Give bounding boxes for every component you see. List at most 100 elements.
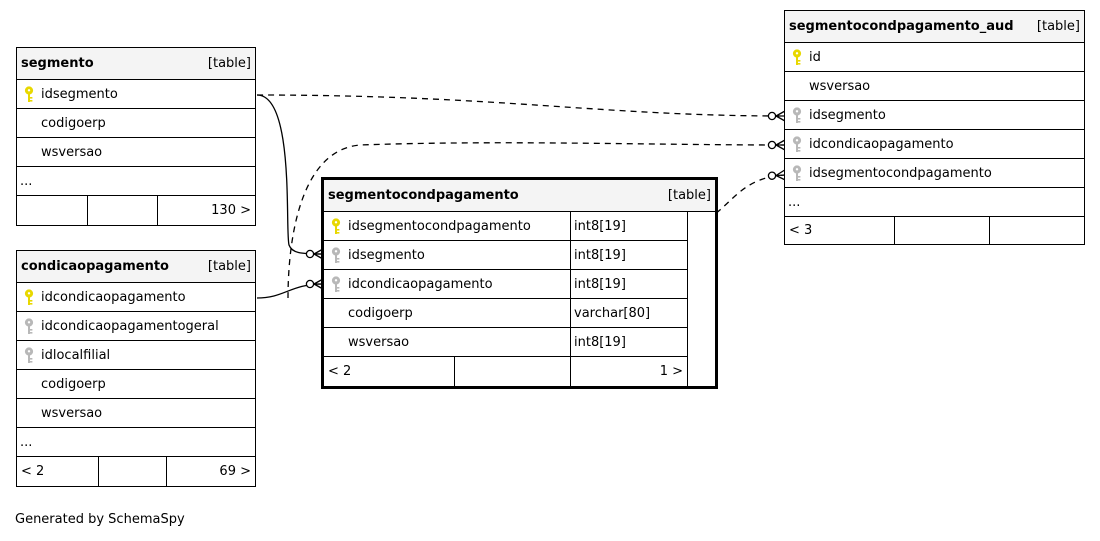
footer-right[interactable] — [989, 217, 1084, 244]
table-footer: < 3 — [785, 217, 1084, 244]
footer-left[interactable]: < 2 — [21, 464, 45, 479]
footer-left[interactable]: < 2 — [328, 364, 352, 379]
table-name: segmentocondpagamento — [328, 188, 519, 203]
edge-condicaopagamento-to-segmentocondpagamento — [256, 278, 324, 299]
table-header[interactable]: segmento [table] — [17, 48, 255, 80]
foreign-key-icon — [24, 318, 34, 335]
foreign-key-icon — [792, 165, 802, 182]
column-name: idsegmento — [809, 107, 886, 123]
table-header[interactable]: segmentocondpagamento_aud [table] — [785, 11, 1084, 43]
table-condicaopagamento[interactable]: condicaopagamento [table] idcondicaopaga… — [16, 250, 256, 487]
footer-left[interactable] — [17, 196, 87, 225]
column-row[interactable]: wsversao — [785, 72, 1084, 101]
column-name: idcondicaopagamento — [348, 276, 493, 292]
table-segmentocondpagamento-aud[interactable]: segmentocondpagamento_aud [table] id wsve… — [784, 10, 1085, 245]
more-columns: ... — [785, 188, 1084, 217]
generated-by-label: Generated by SchemaSpy — [15, 512, 185, 527]
column-name-cell: codigoerp — [324, 299, 570, 327]
table-kind: [table] — [1036, 19, 1080, 34]
column-row[interactable]: idcondicaopagamento — [17, 283, 255, 312]
footer-mid — [894, 217, 989, 244]
column-name-cell: wsversao — [17, 138, 255, 166]
column-name: idsegmento — [41, 86, 118, 102]
column-row[interactable]: codigoerp — [17, 370, 255, 399]
column-row[interactable]: wsversao — [17, 138, 255, 167]
column-type: int8[19] — [570, 328, 687, 356]
table-name: condicaopagamento — [21, 259, 169, 274]
table-header[interactable]: condicaopagamento [table] — [17, 251, 255, 283]
column-name-cell: idsegmento — [324, 241, 570, 269]
column-name-cell: idsegmentocondpagamento — [324, 212, 570, 240]
column-name-cell: wsversao — [785, 72, 1084, 100]
column-name: idcondicaopagamento — [809, 136, 954, 152]
column-name: idcondicaopagamentogeral — [41, 318, 219, 334]
edge-segmento-to-segmentocondpagamento — [256, 94, 324, 260]
footer-right[interactable]: 69 > — [166, 457, 255, 486]
column-name-cell: idcondicaopagamento — [785, 130, 1084, 158]
footer-mid — [87, 196, 157, 225]
column-type: int8[19] — [570, 241, 687, 269]
column-name-cell: id — [785, 43, 1084, 71]
table-segmento[interactable]: segmento [table] idsegmento codigoerp wsve… — [16, 47, 256, 226]
column-name: idsegmentocondpagamento — [809, 165, 992, 181]
column-name-cell: idcondicaopagamento — [17, 283, 255, 311]
column-row[interactable]: wsversao int8[19] — [324, 328, 687, 357]
primary-key-icon — [24, 86, 34, 103]
column-row[interactable]: idsegmento — [785, 101, 1084, 130]
foreign-key-icon — [792, 107, 802, 124]
column-name: idsegmentocondpagamento — [348, 218, 531, 234]
column-name: wsversao — [348, 334, 410, 350]
table-kind: [table] — [207, 259, 251, 274]
primary-key-icon — [792, 49, 802, 66]
table-kind: [table] — [667, 188, 711, 203]
column-name: codigoerp — [348, 305, 413, 321]
table-side-strip — [687, 212, 715, 386]
foreign-key-icon — [331, 247, 341, 264]
column-name: codigoerp — [41, 115, 106, 131]
more-columns: ... — [17, 167, 255, 196]
edge-segmento-to-aud — [256, 94, 786, 122]
footer-right[interactable]: 1 > — [570, 357, 687, 386]
column-name-cell: codigoerp — [17, 370, 255, 398]
column-name-cell: idsegmento — [785, 101, 1084, 129]
column-row[interactable]: idcondicaopagamentogeral — [17, 312, 255, 341]
column-row[interactable]: idsegmento int8[19] — [324, 241, 687, 270]
column-type: varchar[80] — [570, 299, 687, 327]
footer-mid — [98, 457, 166, 486]
column-name-cell: codigoerp — [17, 109, 255, 137]
column-row[interactable]: codigoerp varchar[80] — [324, 299, 687, 328]
primary-key-icon — [331, 218, 341, 235]
column-name: idsegmento — [348, 247, 425, 263]
column-row[interactable]: id — [785, 43, 1084, 72]
more-columns: ... — [17, 428, 255, 457]
column-name: wsversao — [41, 144, 103, 160]
primary-key-icon — [24, 289, 34, 306]
table-kind: [table] — [207, 56, 251, 71]
column-name-cell: idsegmentocondpagamento — [785, 159, 1084, 187]
column-name-cell: idcondicaopagamento — [324, 270, 570, 298]
table-footer: < 2 69 > — [17, 457, 255, 486]
table-segmentocondpagamento[interactable]: segmentocondpagamento [table] idsegmento… — [321, 177, 718, 389]
column-row[interactable]: idcondicaopagamento — [785, 130, 1084, 159]
column-name-cell: idcondicaopagamentogeral — [17, 312, 255, 340]
column-row[interactable]: idsegmento — [17, 80, 255, 109]
column-name-cell: wsversao — [324, 328, 570, 356]
table-header[interactable]: segmentocondpagamento [table] — [324, 180, 715, 212]
column-row[interactable]: idsegmentocondpagamento — [785, 159, 1084, 188]
footer-left[interactable]: < 3 — [789, 223, 813, 238]
column-name-cell: wsversao — [17, 399, 255, 427]
column-row[interactable]: wsversao — [17, 399, 255, 428]
column-name: wsversao — [41, 405, 103, 421]
column-name: wsversao — [809, 78, 871, 94]
column-name-cell: idsegmento — [17, 80, 255, 108]
column-name: id — [809, 49, 821, 65]
column-row[interactable]: idlocalfilial — [17, 341, 255, 370]
footer-right[interactable]: 130 > — [157, 196, 255, 225]
foreign-key-icon — [792, 136, 802, 153]
column-name-cell: idlocalfilial — [17, 341, 255, 369]
table-name: segmento — [21, 56, 94, 71]
column-name: idcondicaopagamento — [41, 289, 186, 305]
column-row[interactable]: codigoerp — [17, 109, 255, 138]
